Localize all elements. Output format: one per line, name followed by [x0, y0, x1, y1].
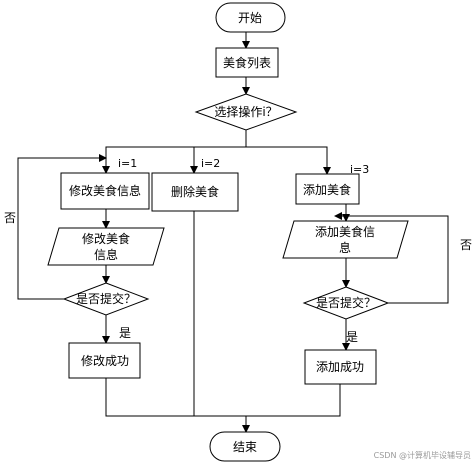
edge-add-success-to-end — [194, 384, 341, 417]
operation-decision-node: 选择操作i？ — [194, 93, 298, 131]
yes-right-label: 是 — [346, 330, 358, 344]
confirm-submit-left-node: 是否提交？ — [62, 282, 150, 316]
no-left-label: 否 — [4, 211, 16, 225]
modify-food-info-io-node: 修改美食 信息 — [47, 227, 165, 266]
confirm-submit-left-label: 是否提交？ — [76, 291, 136, 306]
confirm-submit-right-label: 是否提交？ — [316, 295, 376, 310]
add-food-node: 添加美食 — [295, 173, 360, 205]
add-food-info-io-node: 添加美食信 息 — [282, 220, 409, 259]
modify-food-info-io-line1: 修改美食 — [82, 231, 130, 246]
add-success-node: 添加成功 — [304, 349, 377, 385]
operation-decision-label: 选择操作i？ — [214, 104, 277, 119]
edge-modify-success-to-end — [105, 378, 194, 417]
end-label: 结束 — [233, 440, 257, 454]
branch-i3-label: i=3 — [350, 163, 369, 176]
modify-food-info-node: 修改美食信息 — [60, 172, 150, 210]
modify-success-node: 修改成功 — [68, 342, 141, 379]
food-list-label: 美食列表 — [223, 55, 271, 70]
start-label: 开始 — [238, 11, 262, 25]
start-node: 开始 — [215, 2, 286, 33]
delete-food-label: 删除美食 — [171, 184, 219, 199]
edge-submit-left-no-loop — [17, 154, 107, 300]
edge-branch-i3 — [246, 146, 331, 175]
yes-left-label: 是 — [119, 326, 131, 340]
modify-success-label: 修改成功 — [81, 353, 129, 368]
branch-i2-label: i=2 — [201, 157, 220, 170]
add-food-info-io-line1: 添加美食信 — [315, 224, 375, 239]
add-success-label: 添加成功 — [316, 360, 364, 374]
branch-i1-label: i=1 — [118, 157, 137, 170]
connectors — [17, 32, 449, 433]
no-right-label: 否 — [460, 238, 472, 252]
add-food-label: 添加美食 — [303, 182, 351, 197]
confirm-submit-right-node: 是否提交？ — [302, 286, 390, 320]
add-food-info-io-line2: 息 — [339, 240, 351, 255]
modify-food-info-label: 修改美食信息 — [69, 183, 141, 198]
delete-food-node: 删除美食 — [151, 172, 239, 212]
food-list-node: 美食列表 — [215, 47, 279, 78]
edge-submit-right-no-loop — [334, 212, 449, 304]
watermark: CSDN @计算机毕设辅导员 — [374, 450, 471, 460]
end-node: 结束 — [209, 431, 281, 462]
modify-food-info-io-line2: 信息 — [94, 247, 118, 262]
